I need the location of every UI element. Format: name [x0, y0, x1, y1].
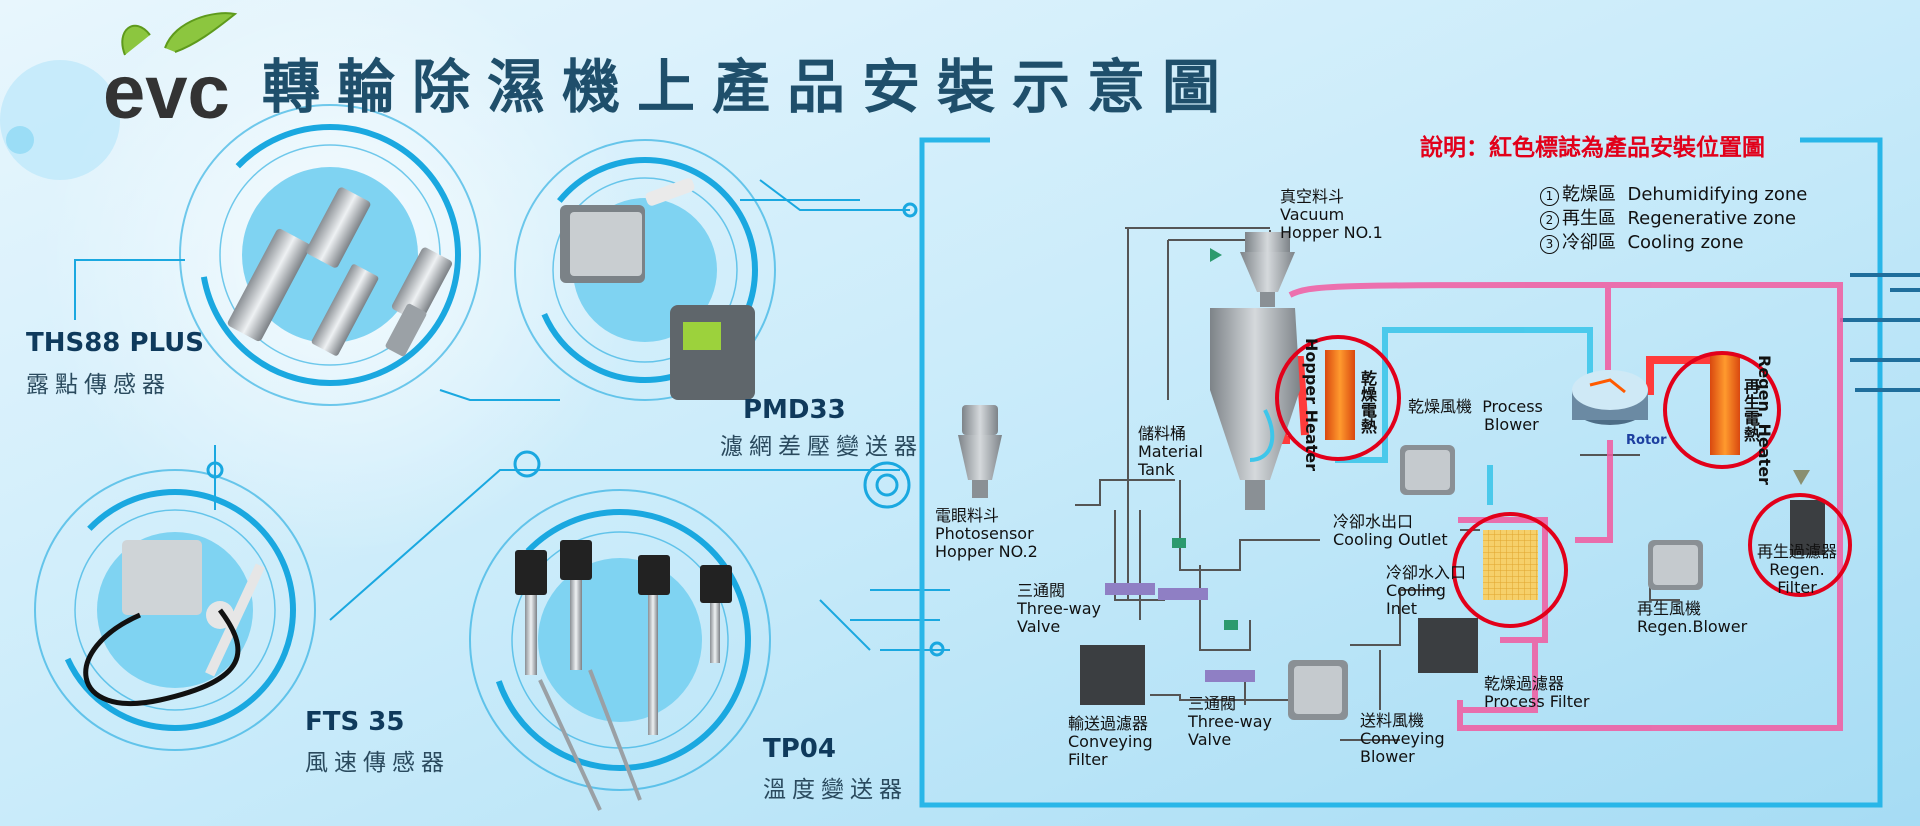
label-regen-heater-en: Regen. Heater [1755, 355, 1774, 485]
label-hopper-heater-en: Hopper Heater [1302, 338, 1321, 472]
svg-text:evc: evc [103, 50, 230, 125]
product-name-tp04: 溫度變送器 [763, 777, 908, 803]
label-hopper-heater-zh: 乾燥電熱 [1358, 370, 1377, 434]
product-name-fts35: 風速傳感器 [305, 750, 450, 776]
legend-note: 說明：紅色標誌為產品安裝位置圖 [1420, 135, 1765, 161]
product-model-pmd33: PMD33 [743, 395, 846, 425]
product-name-ths88: 露點傳感器 [26, 372, 171, 398]
product-model-ths88: THS88 PLUS [26, 328, 204, 358]
label-regen-heater-zh: 再生電熱 [1741, 378, 1760, 442]
product-model-tp04: TP04 [763, 734, 836, 764]
page-title: 轉輪除濕機上產品安裝示意圖 [262, 53, 1238, 121]
evc-logo: evc [95, 10, 245, 135]
label-process-blower: 乾燥風機 Process Blower [1408, 397, 1543, 434]
label-rotor: Rotor [1626, 433, 1667, 448]
product-model-fts35: FTS 35 [305, 707, 405, 737]
product-name-pmd33: 濾網差壓變送器 [720, 434, 923, 460]
